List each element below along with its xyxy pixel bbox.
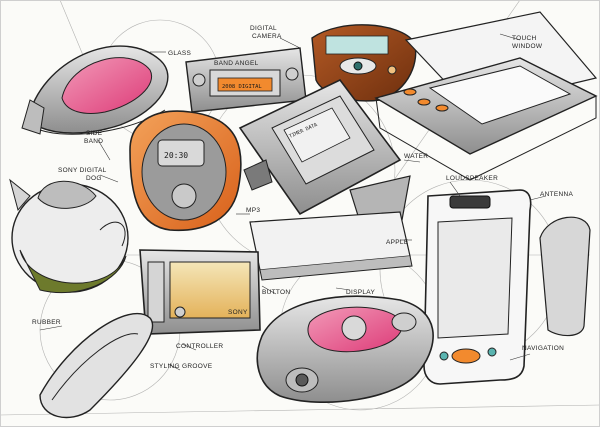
label-sony-digital: SONY DIGITAL <box>58 167 107 174</box>
brown-digital-camera <box>311 24 417 102</box>
pink-navigation-device <box>256 295 434 404</box>
orange-mp3-player: 20:30 <box>129 110 242 232</box>
label-button: BUTTON <box>262 289 290 296</box>
label-touch: TOUCH <box>512 35 537 42</box>
label-controller: CONTROLLER <box>176 343 223 350</box>
label-dog: DOG <box>86 175 102 182</box>
watch-device: TIMER DATA <box>238 78 411 223</box>
band-angel-device: 2008 DIGITAL BAND ANGEL <box>185 47 307 113</box>
label-mp3: MP3 <box>246 207 260 214</box>
label-loudspeaker: LOUDSPEAKER <box>446 175 498 182</box>
band-angel-label: BAND ANGEL <box>214 60 259 67</box>
label-side: SIDE <box>86 130 103 137</box>
label-display: DISPLAY <box>346 289 375 296</box>
robot-dog <box>9 178 129 294</box>
camera-screen-text: 2008 DIGITAL <box>222 84 262 90</box>
label-apple: APPLE <box>386 239 409 246</box>
mp3-screen-time: 20:30 <box>164 151 188 160</box>
touch-window-tablet <box>374 11 598 181</box>
label-water: WATER <box>404 153 428 160</box>
label-styling-groove: STYLING GROOVE <box>150 363 213 370</box>
label-rubber: RUBBER <box>32 319 61 326</box>
pda-phone-device <box>423 189 591 385</box>
label-camera: CAMERA <box>252 33 282 40</box>
apple-device <box>249 211 413 281</box>
label-glass: GLASS <box>168 50 192 57</box>
controller-device <box>39 312 154 419</box>
annotation-leaders <box>39 33 547 371</box>
annotation-labels: GLASS DIGITAL CAMERA TOUCH WINDOW SIDE B… <box>32 25 574 370</box>
sony-radio-device: SONY <box>139 249 261 335</box>
label-digital: DIGITAL <box>250 25 277 32</box>
label-antenna: ANTENNA <box>540 191 574 198</box>
pink-mouse-device <box>21 45 169 135</box>
label-navigation: NAVIGATION <box>522 345 564 352</box>
label-band: BAND <box>84 138 103 145</box>
sony-mark: SONY <box>228 309 248 316</box>
label-window: WINDOW <box>512 43 543 50</box>
